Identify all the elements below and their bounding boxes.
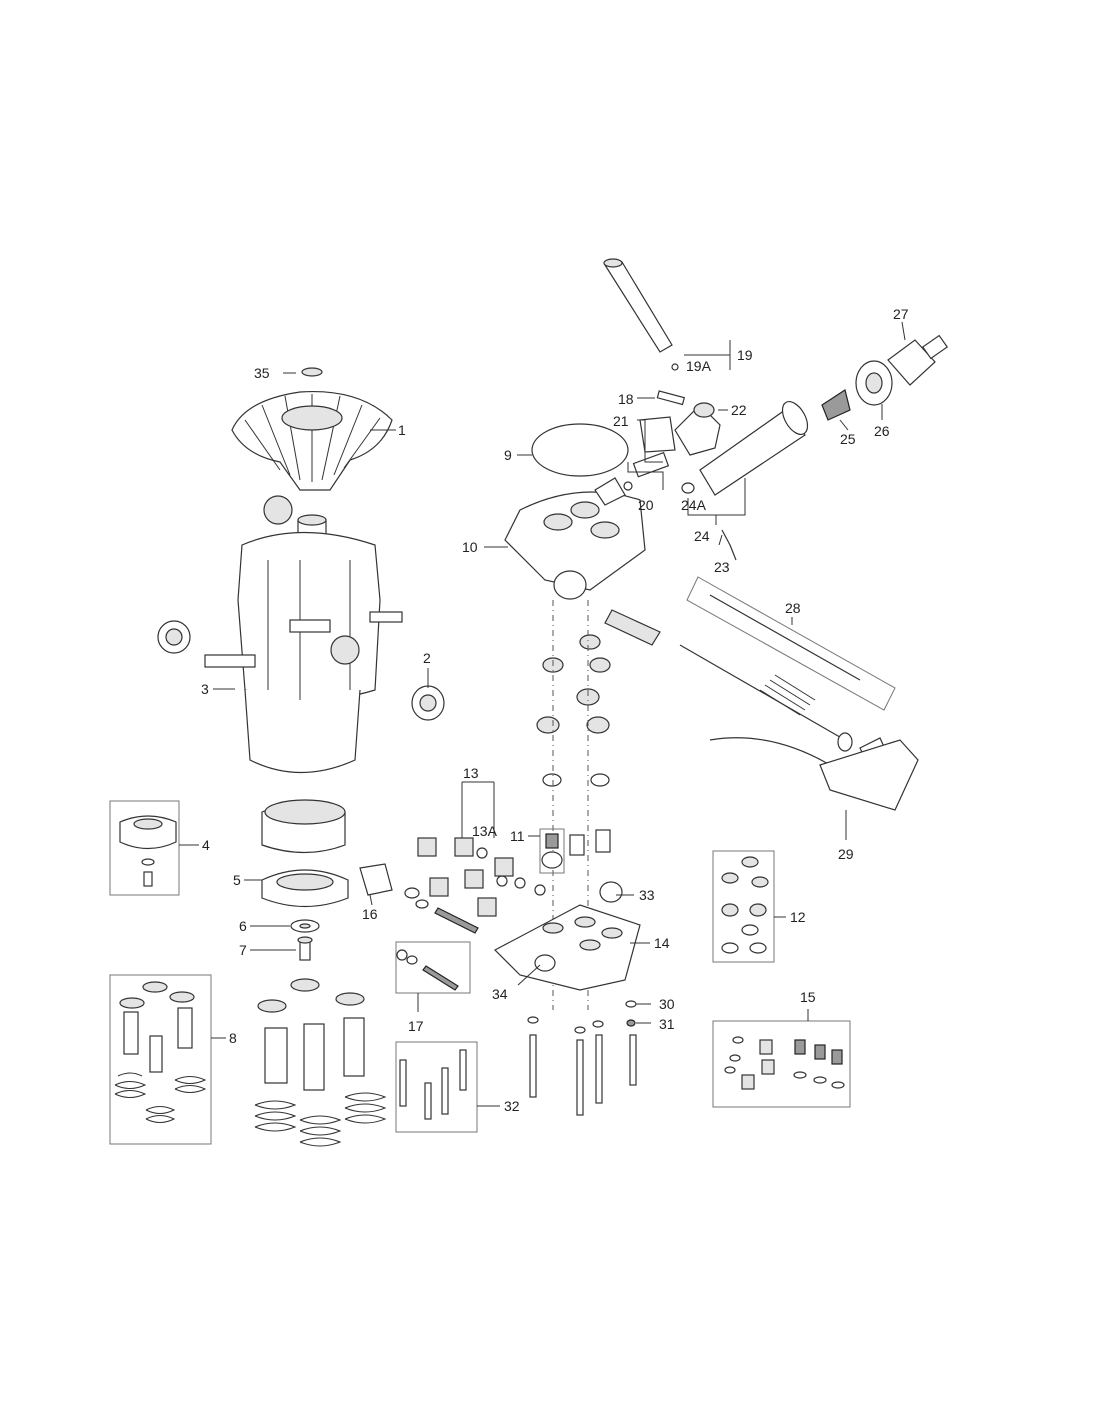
callout-33: 33 <box>639 887 655 903</box>
part-25-filter-cone <box>821 389 851 421</box>
part-21-bracket <box>639 416 676 453</box>
callout-3: 3 <box>201 681 209 697</box>
callout-2: 2 <box>423 650 431 666</box>
callout-17: 17 <box>408 1018 424 1034</box>
part-33-plug <box>599 881 623 903</box>
part-12-seal-kit-box <box>712 850 775 963</box>
callout-25: 25 <box>840 431 856 447</box>
part-8-piston-kit-box <box>109 974 212 1145</box>
callout-14: 14 <box>654 935 670 951</box>
callout-12: 12 <box>790 909 806 925</box>
callout-19a: 19A <box>686 358 712 374</box>
part-15-valve-kit-box <box>712 1020 851 1108</box>
callout-7: 7 <box>239 942 247 958</box>
part-4-bearing-cap <box>109 800 180 896</box>
callout-leaders <box>179 321 906 1107</box>
bolts <box>529 1034 637 1116</box>
callout-16: 16 <box>362 906 378 922</box>
part-9-oring <box>531 423 629 477</box>
part-17-kit-box <box>395 941 471 994</box>
callout-24a: 24A <box>681 497 707 513</box>
callout-1: 1 <box>398 422 406 438</box>
callout-15: 15 <box>800 989 816 1005</box>
callout-9: 9 <box>504 447 512 463</box>
callout-11: 11 <box>510 828 525 844</box>
callout-5: 5 <box>233 872 241 888</box>
part-23-pin <box>721 529 737 561</box>
callout-23: 23 <box>714 559 730 575</box>
callout-31: 31 <box>659 1016 675 1032</box>
callout-4: 4 <box>202 837 210 853</box>
part-30-31-washers <box>527 1000 637 1034</box>
part-1-fan <box>231 367 393 491</box>
part-10-pump-head <box>504 477 646 600</box>
part-3-motor <box>204 495 403 773</box>
callout-28: 28 <box>785 600 801 616</box>
part-32-bolt-kit-box <box>395 1041 478 1133</box>
part-29-pressure-switch <box>709 737 919 811</box>
callout-29: 29 <box>838 846 854 862</box>
callout-labels: 35 1 2 3 4 5 6 7 8 9 10 11 12 13 13A 14 … <box>201 306 909 1114</box>
part-18-clip <box>656 390 686 406</box>
callout-21: 21 <box>613 413 629 429</box>
part-20-valve-piston <box>623 451 670 491</box>
callout-18: 18 <box>618 391 634 407</box>
callout-6: 6 <box>239 918 247 934</box>
part-22-unloader-body <box>674 402 721 456</box>
part-26-ring <box>855 360 893 406</box>
part-5-bearing-ring <box>261 799 349 908</box>
part-13-valve-set <box>417 837 546 917</box>
part-16-outlet-fitting <box>359 863 479 934</box>
valve-column <box>536 600 611 1010</box>
callout-8: 8 <box>229 1030 237 1046</box>
part-11-check-valve-box <box>539 828 611 874</box>
part-27-inlet-fitting <box>887 334 949 386</box>
callout-19: 19 <box>737 347 753 363</box>
callout-13: 13 <box>463 765 479 781</box>
callout-27: 27 <box>893 306 909 322</box>
part-14-manifold <box>494 904 641 991</box>
callout-24: 24 <box>694 528 710 544</box>
callout-35: 35 <box>254 365 270 381</box>
pistons-and-springs <box>254 978 387 1147</box>
callout-34: 34 <box>492 986 508 1002</box>
callout-22: 22 <box>731 402 747 418</box>
callout-10: 10 <box>462 539 478 555</box>
callout-26: 26 <box>874 423 890 439</box>
part-7-screw <box>297 936 313 961</box>
part-6-washer <box>290 919 320 933</box>
callout-13a: 13A <box>472 823 498 839</box>
part-2-bearing <box>157 620 445 721</box>
part-19-tube <box>603 258 679 371</box>
callout-20: 20 <box>638 497 654 513</box>
callout-32: 32 <box>504 1098 520 1114</box>
callout-30: 30 <box>659 996 675 1012</box>
part-24-injector-tube <box>681 401 809 496</box>
